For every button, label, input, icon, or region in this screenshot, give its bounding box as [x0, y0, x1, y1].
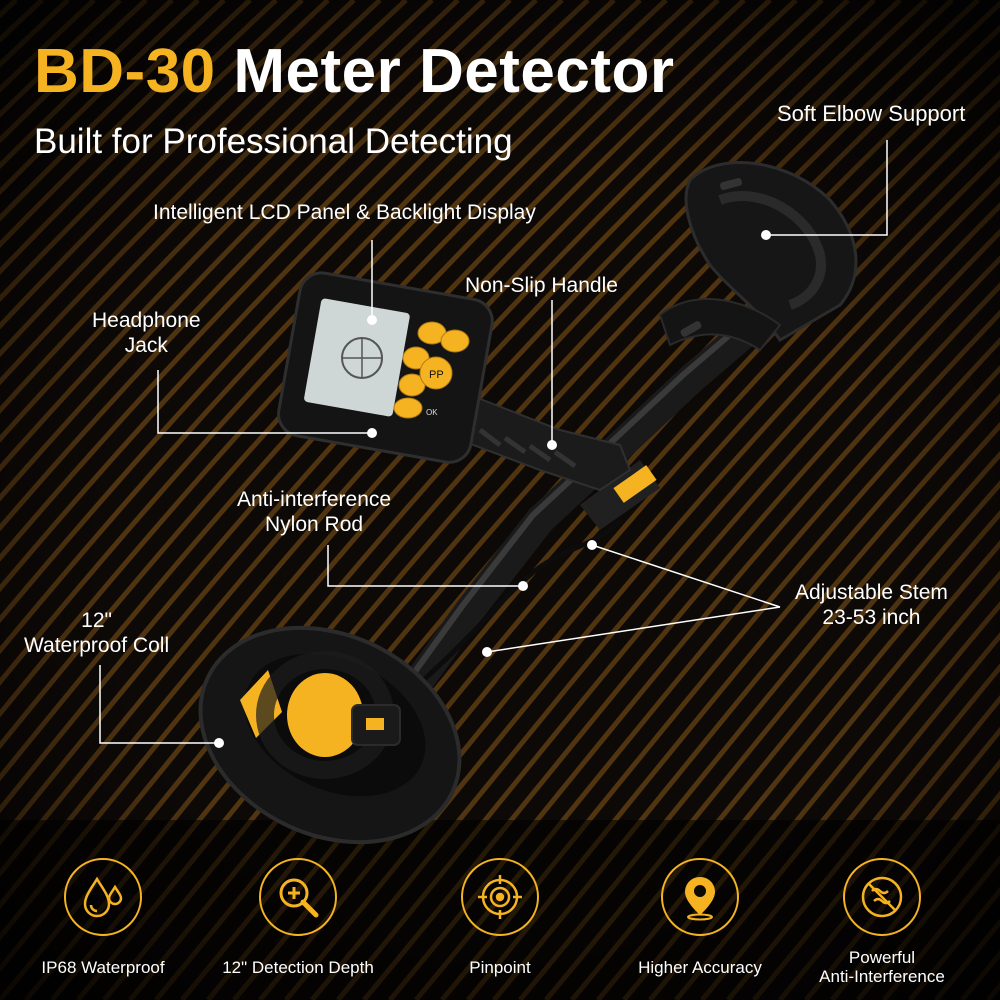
feature-label-anti-interference: Powerful Anti-Interference: [819, 948, 945, 986]
detector-cable: [410, 518, 622, 692]
callout-handle: Non-Slip Handle: [465, 274, 618, 297]
page-title: BD-30 Meter Detector: [34, 36, 675, 107]
elbow-cuff: [658, 161, 858, 352]
callout-headphone-line1: Headphone: [92, 309, 201, 332]
power-button[interactable]: [393, 397, 423, 419]
pinpoint-button-label: PP: [429, 369, 444, 381]
callout-stem-line1: Adjustable Stem: [795, 581, 948, 604]
crosshair-target-icon: [461, 858, 539, 936]
water-drops-icon: [64, 858, 142, 936]
feature-anti-line1: Powerful: [848, 948, 916, 967]
callout-stem-line2: 23-53 inch: [822, 606, 921, 629]
callout-coil-line2: Waterproof Coll: [24, 634, 170, 657]
callout-adjustable-stem: Adjustable Stem 23-53 inch: [795, 580, 948, 630]
callout-headphone-jack: Headphone Jack: [92, 308, 201, 358]
feature-label-waterproof: IP68 Waterproof: [41, 958, 165, 977]
feature-label-accuracy: Higher Accuracy: [638, 958, 762, 977]
ok-button-label: OK: [426, 408, 438, 417]
callout-rod-line1: Anti-interference: [237, 488, 392, 511]
detector-handle: [458, 393, 632, 492]
callout-headphone-line2: Jack: [124, 334, 168, 357]
callout-dots: [214, 230, 771, 748]
location-pin-icon: [661, 858, 739, 936]
search-coil: [198, 625, 462, 845]
product-name: Meter Detector: [233, 37, 675, 106]
model-name: BD-30: [34, 37, 216, 106]
callout-coil-line1: 12": [81, 609, 112, 632]
callout-elbow-support: Soft Elbow Support: [777, 101, 966, 126]
feature-anti-line2: Anti-Interference: [819, 967, 945, 986]
magnifier-plus-icon: [259, 858, 337, 936]
feature-label-depth: 12" Detection Depth: [222, 958, 374, 977]
callout-lines: [99, 140, 888, 744]
pinpoint-button[interactable]: [419, 356, 453, 390]
callout-nylon-rod: Anti-interference Nylon Rod: [237, 487, 391, 537]
coil-center-sticker: [287, 673, 363, 757]
callout-rod-line2: Nylon Rod: [265, 513, 364, 536]
no-interference-icon: [843, 858, 921, 936]
up-button[interactable]: [402, 346, 430, 370]
page-subtitle: Built for Professional Detecting: [34, 122, 513, 161]
feature-label-pinpoint: Pinpoint: [469, 958, 531, 977]
control-box: PP OK: [277, 271, 494, 464]
callout-lcd-panel: Intelligent LCD Panel & Backlight Displa…: [153, 201, 536, 224]
callout-coil: 12" Waterproof Coll: [24, 608, 169, 658]
right-arrow-button[interactable]: [440, 329, 470, 353]
